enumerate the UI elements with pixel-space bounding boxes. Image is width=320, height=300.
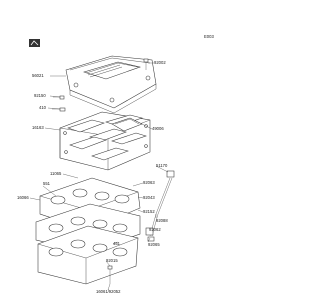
callout-49006: 49006 <box>152 126 164 131</box>
callout-92063: 92063 <box>143 180 155 185</box>
callout-51170: 51170 <box>156 163 168 168</box>
callout-11065: 11065 <box>50 171 62 176</box>
callout-410: 410 <box>39 105 47 110</box>
callout-92043: 92043 <box>143 195 155 200</box>
callout-92152: 92152 <box>143 209 155 214</box>
air-box-body <box>59 111 151 171</box>
callout-16163: 16163 <box>32 125 44 130</box>
callout-92088: 92088 <box>156 218 168 223</box>
callout-451: 451 <box>113 241 121 246</box>
callout-92015: 92015 <box>106 258 118 263</box>
callout-16066: 16066 <box>17 195 29 200</box>
callout-16061: 16061/92052 <box>96 289 121 294</box>
callout-92062: 92062 <box>149 227 161 232</box>
bolt-92002 <box>143 58 149 70</box>
lower-flange <box>37 225 139 285</box>
leader-lines <box>29 62 169 291</box>
callout-56021: 56021 <box>32 73 44 78</box>
callout-92002: 92002 <box>154 60 166 65</box>
callout-551: 551 <box>43 181 51 186</box>
callout-92150: 92150 <box>34 93 46 98</box>
parts-diagram: E003 <box>17 34 214 294</box>
callout-92065: 92065 <box>148 242 160 247</box>
grafik-logo <box>29 39 40 47</box>
page-code: E003 <box>204 34 214 39</box>
air-cleaner-cover <box>65 55 157 114</box>
